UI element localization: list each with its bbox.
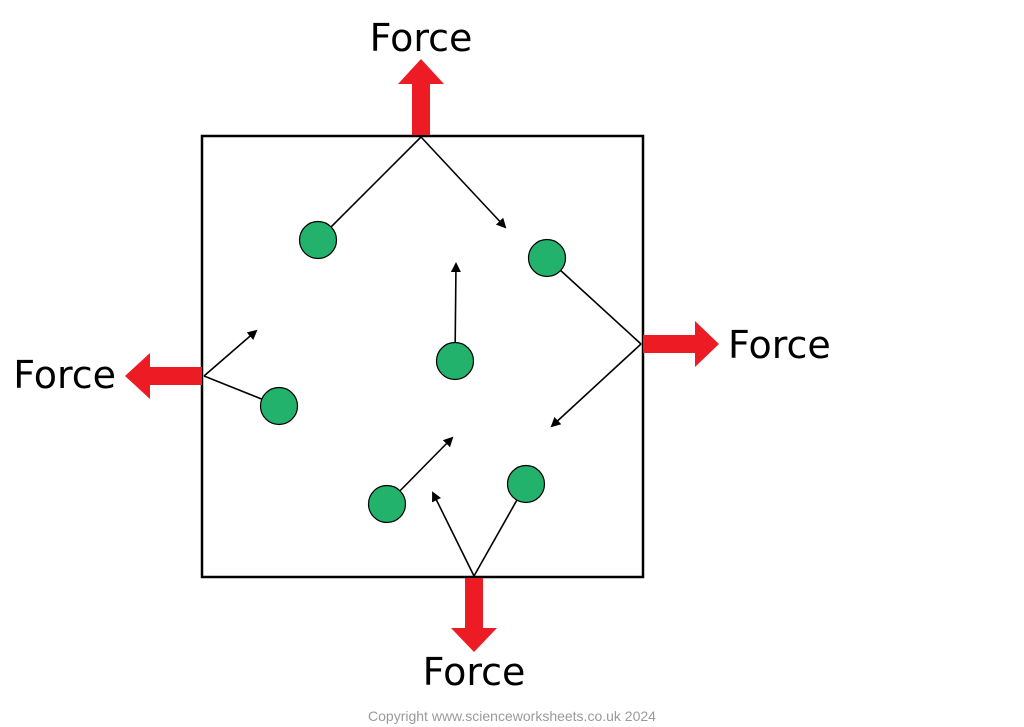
force-arrow-top-icon [398, 59, 444, 135]
force-label-bottom: Force [423, 650, 526, 694]
force-arrow-bottom-icon [451, 578, 497, 652]
particle-path-rebound-bottom [432, 491, 475, 577]
container-box [200, 134, 645, 579]
gas-particle-icon [259, 386, 299, 426]
gas-particle-icon [435, 341, 475, 381]
force-arrow-right-icon [643, 321, 719, 367]
force-label-top: Force [370, 16, 473, 60]
gas-particle-icon [527, 238, 567, 278]
gas-particle-icon [367, 484, 407, 524]
force-label-right: Force [728, 323, 831, 367]
copyright-notice: Copyright www.scienceworksheets.co.uk 20… [368, 708, 656, 724]
particle-path-rebound-top [420, 136, 507, 229]
gas-particle-icon [298, 220, 338, 260]
force-arrow-left-icon [125, 353, 202, 399]
force-label-left: Force [13, 353, 116, 397]
particle-path-incoming-right [546, 257, 642, 345]
particle-path-rebound-left [203, 329, 258, 377]
particle-path-incoming-top [317, 136, 422, 241]
gas-particle-icon [506, 464, 546, 504]
particle-path-rebound-right [550, 343, 642, 428]
